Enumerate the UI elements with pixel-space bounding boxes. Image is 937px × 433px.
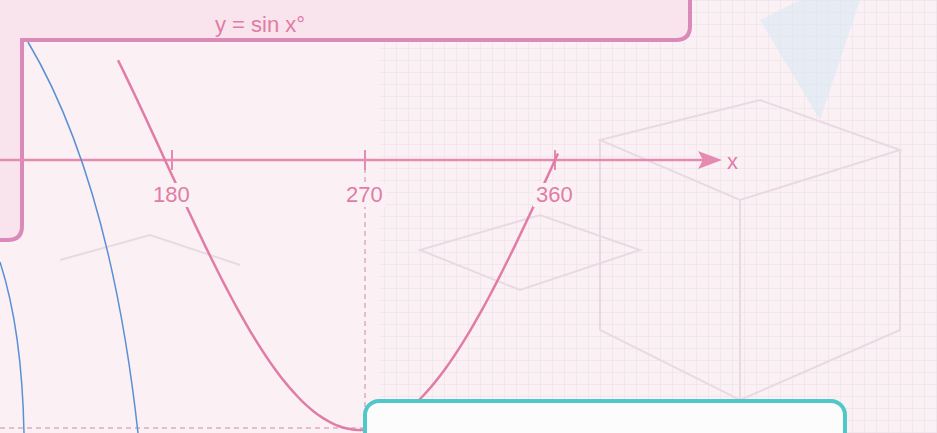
blue-arc: [0, 262, 24, 433]
teal-frame-box: [365, 401, 845, 433]
axis-value: 270: [343, 183, 386, 207]
axis-value: 180: [150, 183, 193, 207]
grid-paper: [380, 0, 937, 433]
axis-ticks: [172, 150, 555, 170]
faint-blue-shape: [760, 0, 860, 120]
faint-cubes: [60, 100, 900, 400]
blue-arc: [28, 42, 138, 433]
pink-frame-box: [0, 0, 690, 240]
axis-name: x: [724, 150, 741, 174]
axis-value: 360: [533, 183, 576, 207]
axis-arrowhead: [698, 151, 722, 169]
sine-curve: [118, 60, 558, 430]
function-label: y = sin x°: [212, 13, 308, 37]
x-axis: [0, 159, 712, 162]
